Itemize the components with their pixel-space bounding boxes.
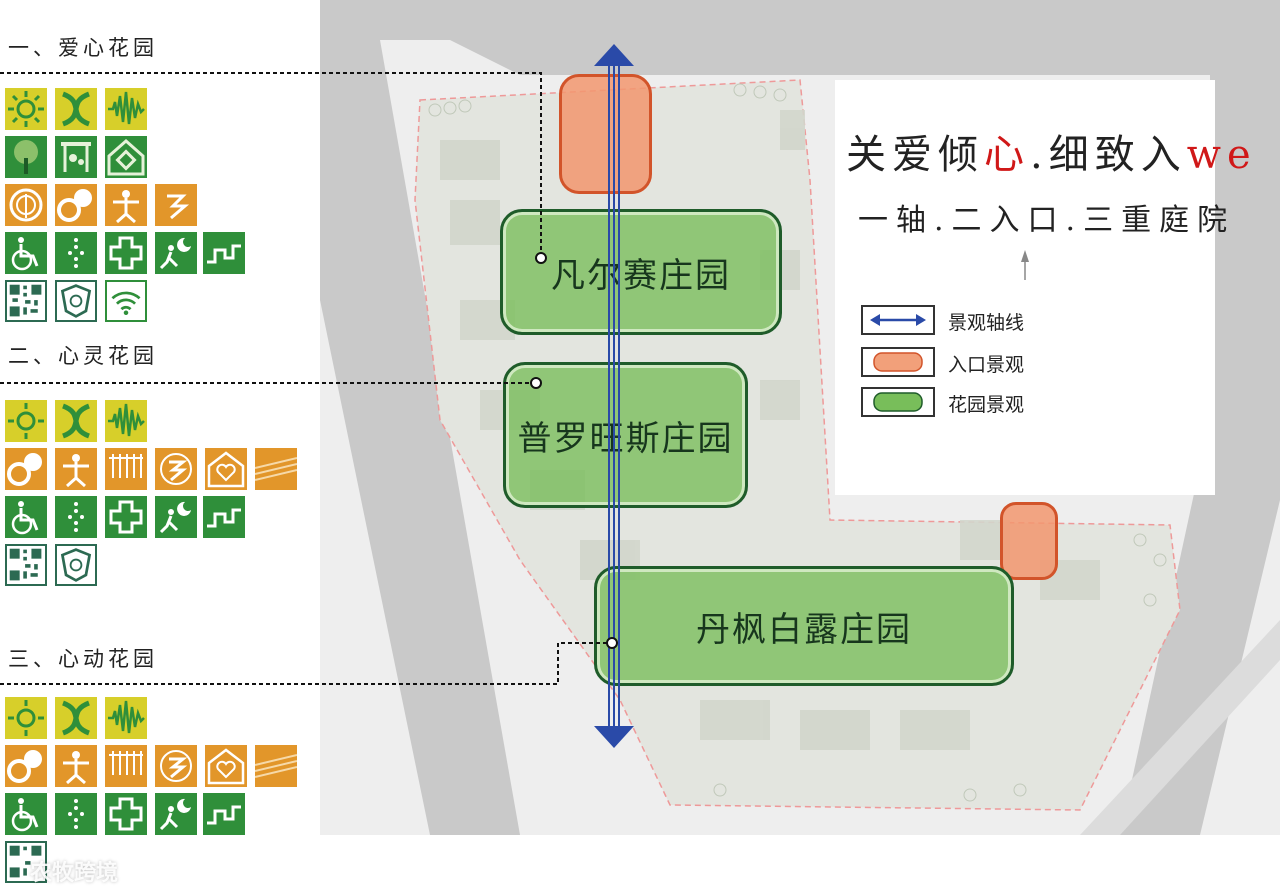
steps-icon bbox=[203, 793, 245, 835]
section-title-heartbeat-garden: 三、心动花园 bbox=[8, 647, 158, 671]
road-top bbox=[320, 0, 1280, 75]
steps-icon bbox=[203, 232, 245, 274]
tree-ring-icon bbox=[5, 184, 47, 226]
wheelchair-icon bbox=[5, 496, 47, 538]
garden-provence: 普罗旺斯庄园 bbox=[503, 362, 748, 508]
road-right bbox=[1120, 75, 1280, 835]
stick-figure-icon bbox=[55, 448, 97, 490]
dna-icon bbox=[55, 697, 97, 739]
wifi-icon bbox=[105, 280, 147, 322]
garden-fontainebleau-label: 丹枫白露庄园 bbox=[696, 609, 912, 650]
landscape-axis bbox=[594, 44, 634, 748]
runner-icon bbox=[155, 448, 197, 490]
tree-icon bbox=[5, 136, 47, 178]
qr-code-icon bbox=[5, 544, 47, 586]
wheelchair-icon bbox=[5, 793, 47, 835]
legend-label-entrance: 入口景观 bbox=[948, 354, 1025, 376]
entrance-zone-east bbox=[1000, 502, 1058, 580]
night-walk-icon bbox=[155, 496, 197, 538]
soundwave-icon bbox=[105, 400, 147, 442]
slogan-we: we bbox=[1186, 132, 1257, 178]
slogan-mid: .细致入 bbox=[1030, 132, 1187, 178]
runner-icon bbox=[155, 184, 197, 226]
leader-dot-heartbeat-garden bbox=[606, 637, 618, 649]
garden-fontainebleau: 丹枫白露庄园 bbox=[594, 566, 1014, 686]
steps-icon bbox=[203, 496, 245, 538]
dna-icon bbox=[55, 88, 97, 130]
medical-cross-icon bbox=[105, 793, 147, 835]
wheelchair-icon bbox=[5, 232, 47, 274]
stripes-icon bbox=[255, 745, 297, 787]
north-arrow-icon bbox=[1021, 250, 1029, 280]
watermark: 农牧跨境 bbox=[30, 861, 119, 886]
dna-icon bbox=[55, 400, 97, 442]
leader-dot-soul-garden bbox=[530, 377, 542, 389]
road-left bbox=[320, 40, 520, 835]
community-house-icon bbox=[105, 136, 147, 178]
legend-label-garden: 花园景观 bbox=[948, 394, 1025, 416]
soundwave-icon bbox=[105, 88, 147, 130]
leader-line-love-garden bbox=[0, 72, 542, 258]
leader-dot-love-garden bbox=[535, 252, 547, 264]
path-dots-icon bbox=[55, 793, 97, 835]
shield-icon bbox=[55, 544, 97, 586]
arch-pavilion-icon bbox=[105, 448, 147, 490]
section-title-love-garden: 一、爱心花园 bbox=[8, 36, 158, 60]
runner-icon bbox=[155, 745, 197, 787]
path-dots-icon bbox=[55, 232, 97, 274]
slogan-heart: 心 bbox=[984, 132, 1030, 178]
legend-garden-icon bbox=[873, 392, 923, 412]
heart-house-icon bbox=[205, 745, 247, 787]
night-walk-icon bbox=[155, 232, 197, 274]
stick-figure-icon bbox=[55, 745, 97, 787]
family-icon bbox=[55, 184, 97, 226]
slogan-line-1: 关爱倾心.细致入we bbox=[846, 122, 1257, 180]
garden-versailles-label: 凡尔赛庄园 bbox=[551, 255, 731, 296]
shield-icon bbox=[55, 280, 97, 322]
entrance-zone-north bbox=[559, 74, 652, 194]
path-dots-icon bbox=[55, 496, 97, 538]
legend-axis-icon bbox=[870, 314, 926, 326]
info-panel bbox=[835, 80, 1215, 495]
arch-pavilion-icon bbox=[105, 745, 147, 787]
slogan-line-2: 一轴.二入口.三重庭院 bbox=[858, 203, 1236, 238]
sun-icon bbox=[5, 697, 47, 739]
legend-entrance-icon bbox=[873, 352, 923, 372]
medical-cross-icon bbox=[105, 496, 147, 538]
stripes-icon bbox=[255, 448, 297, 490]
qr-code-icon bbox=[5, 841, 47, 883]
heart-house-icon bbox=[205, 448, 247, 490]
leader-line-heartbeat-garden bbox=[0, 642, 612, 685]
section-title-soul-garden: 二、心灵花园 bbox=[8, 344, 158, 368]
garden-provence-label: 普罗旺斯庄园 bbox=[517, 418, 734, 459]
legend-label-axis: 景观轴线 bbox=[948, 312, 1025, 334]
road-diagonal bbox=[1080, 620, 1280, 835]
soundwave-icon bbox=[105, 697, 147, 739]
night-walk-icon bbox=[155, 793, 197, 835]
medical-cross-icon bbox=[105, 232, 147, 274]
sun-icon bbox=[5, 400, 47, 442]
stick-figure-icon bbox=[105, 184, 147, 226]
family-icon bbox=[5, 448, 47, 490]
qr-code-icon bbox=[5, 280, 47, 322]
sun-icon bbox=[5, 88, 47, 130]
family-icon bbox=[5, 745, 47, 787]
slogan-prefix: 关爱倾 bbox=[846, 132, 984, 178]
garden-versailles: 凡尔赛庄园 bbox=[500, 209, 782, 335]
playground-icon bbox=[55, 136, 97, 178]
